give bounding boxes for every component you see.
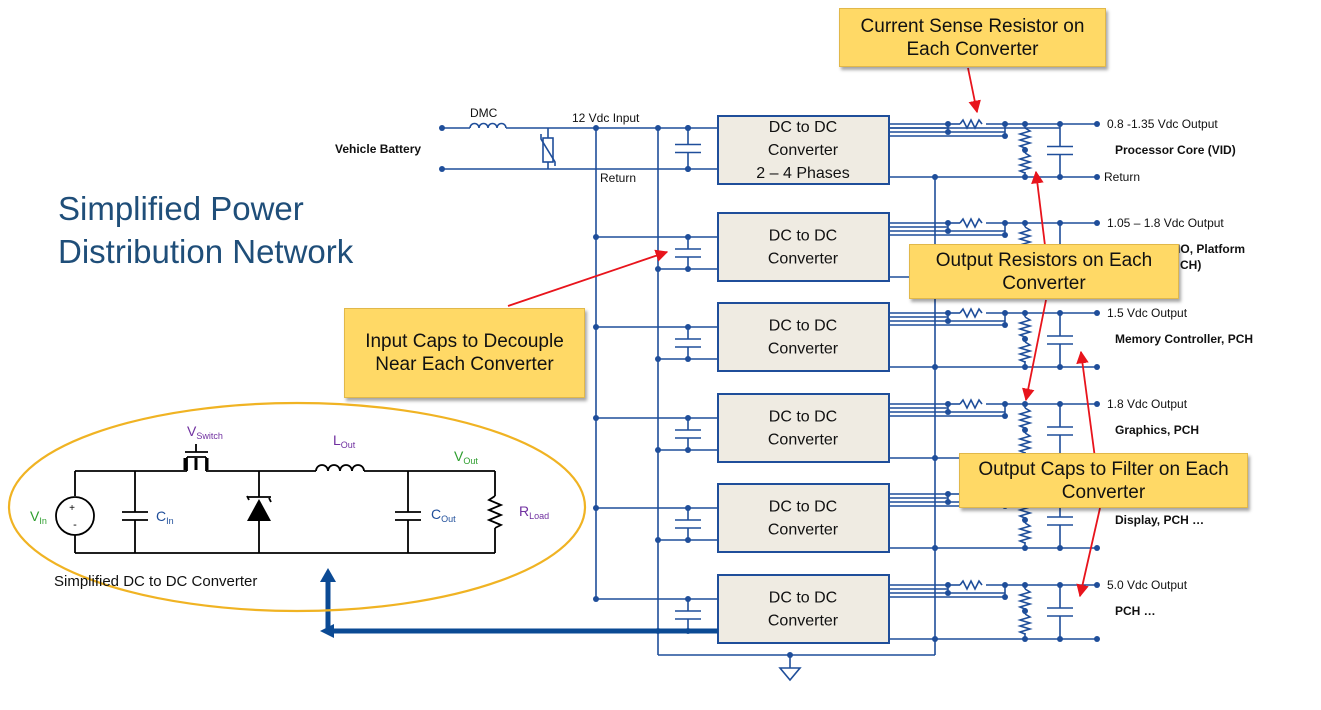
label-vin: VIn xyxy=(30,508,47,526)
output-load-label: Display, PCH … xyxy=(1115,513,1204,527)
output-load-label: Graphics, PCH xyxy=(1115,423,1199,437)
arrow-output-resistor-down xyxy=(1022,299,1047,402)
arrow-output-caps-up xyxy=(1076,350,1096,459)
converter-label: DC to DC xyxy=(769,409,837,426)
output-load-label: Processor Core (VID) xyxy=(1115,143,1236,157)
input-dots xyxy=(439,125,691,172)
label-rload: RLoad xyxy=(519,503,549,521)
converter-row-6: DC to DC Converter 5.0 Vdc OutputPCH … xyxy=(593,574,1188,644)
converter-label: DC to DC xyxy=(769,228,837,245)
converter-label: Converter xyxy=(768,522,839,539)
inset-circuit xyxy=(55,444,504,554)
label-cout: COut xyxy=(431,506,456,524)
arrow-output-caps-down xyxy=(1076,507,1101,598)
converter-box xyxy=(717,115,890,185)
converter-row-1: DC to DC Converter 2 – 4 Phases 0.8 -1.35 V… xyxy=(675,115,1236,185)
converter-label: Converter xyxy=(768,142,839,159)
arrow-current-sense xyxy=(967,67,981,114)
page-title: Simplified Power Distribution Network xyxy=(58,190,354,270)
inset-caption: Simplified DC to DC Converter xyxy=(54,573,257,590)
converter-label: Converter xyxy=(768,613,839,630)
converter-label: DC to DC xyxy=(769,318,837,335)
output-voltage-label: 1.05 – 1.8 Vdc Output xyxy=(1107,216,1224,230)
output-return-label: Return xyxy=(1104,170,1140,184)
converter-box xyxy=(717,393,890,463)
label-vswitch: VSwitch xyxy=(187,423,223,441)
callout-current-sense: Current Sense Resistor on Each Converter xyxy=(839,8,1106,67)
converter-box xyxy=(717,212,890,282)
output-voltage-label: 1.5 Vdc Output xyxy=(1107,306,1188,320)
converter-box xyxy=(717,483,890,553)
output-load-label: PCH … xyxy=(1115,604,1156,618)
output-voltage-label: 0.8 -1.35 Vdc Output xyxy=(1107,117,1218,131)
label-12vdc-input: 12 Vdc Input xyxy=(572,111,640,125)
callout-output-caps: Output Caps to Filter on Each Converter xyxy=(959,453,1248,508)
arrow-input-caps xyxy=(507,249,669,307)
source-plus: + xyxy=(69,503,75,514)
converter-row-5: DC to DC Converter Display, PCH … xyxy=(593,483,1204,553)
converter-label: Converter xyxy=(768,341,839,358)
label-vehicle-battery: Vehicle Battery xyxy=(335,142,421,156)
output-load-label: Memory Controller, PCH xyxy=(1115,332,1253,346)
switch-gate xyxy=(183,458,209,470)
converter-label: DC to DC xyxy=(769,119,837,136)
source-minus: - xyxy=(73,519,77,531)
converter-label: DC to DC xyxy=(769,499,837,516)
converter-box xyxy=(717,302,890,372)
inset-ellipse xyxy=(7,401,587,613)
output-voltage-label: 5.0 Vdc Output xyxy=(1107,578,1188,592)
callout-input-caps: Input Caps to Decouple Near Each Convert… xyxy=(344,308,585,398)
ground-node xyxy=(787,652,793,658)
converter-label: DC to DC xyxy=(769,590,837,607)
callout-output-resistors: Output Resistors on Each Converter xyxy=(909,244,1179,299)
converter-rows: DC to DC Converter 2 – 4 Phases 0.8 -1.35 V… xyxy=(593,115,1253,644)
label-dmc: DMC xyxy=(470,106,498,120)
converter-row-4: DC to DC Converter 1.8 Vdc OutputGraphics,… xyxy=(593,393,1199,463)
label-cin: CIn xyxy=(156,508,174,526)
output-load-fragment: CH) xyxy=(1180,258,1201,272)
inset-arrow xyxy=(320,568,718,638)
converter-box xyxy=(717,574,890,644)
diode-icon xyxy=(247,499,271,521)
label-vout: VOut xyxy=(454,448,478,466)
label-input-return: Return xyxy=(600,171,636,185)
converter-label: 2 – 4 Phases xyxy=(756,165,849,182)
converter-label: Converter xyxy=(768,432,839,449)
output-voltage-label: 1.8 Vdc Output xyxy=(1107,397,1188,411)
converter-label: Converter xyxy=(768,251,839,268)
zener-tips xyxy=(246,495,272,503)
label-lout: LOut xyxy=(333,432,356,450)
